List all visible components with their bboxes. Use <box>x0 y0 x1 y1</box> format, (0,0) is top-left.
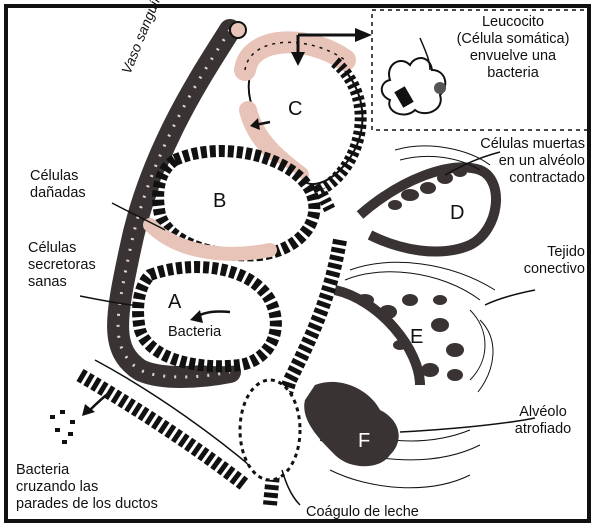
label-atrophied-alveolus: Alvéolo atrofiado <box>498 404 588 438</box>
alveolus-label-e: E <box>410 326 423 349</box>
label-connective-tissue: Tejido conectivo <box>490 244 585 278</box>
label-leucocyte: Leucocito (Célula somática) envuelve una… <box>440 14 586 82</box>
alveolus-label-d: D <box>450 202 464 225</box>
label-dead-cells: Células muertas en un alvéolo contractad… <box>440 136 585 187</box>
milk-clot <box>240 380 300 480</box>
vessel-tip <box>230 22 246 38</box>
bacteria-dots <box>50 410 75 444</box>
alveolus-label-a: A <box>168 291 181 314</box>
alveolus-a-wall <box>138 267 276 366</box>
alveolus-f-mass <box>304 382 399 466</box>
label-bacteria: Bacteria <box>168 324 221 341</box>
alveolus-label-f: F <box>358 430 370 453</box>
label-healthy-secretory-cells: Células secretoras sanas <box>28 240 96 291</box>
inset-arrow-head <box>355 28 372 42</box>
label-bacteria-crossing: Bacteria cruzando las parades de los duc… <box>16 462 158 513</box>
label-milk-clot: Coágulo de leche <box>306 504 419 521</box>
alveolus-label-c: C <box>288 98 302 121</box>
label-damaged-cells: Células dañadas <box>30 168 86 202</box>
alveolus-label-b: B <box>213 190 226 213</box>
